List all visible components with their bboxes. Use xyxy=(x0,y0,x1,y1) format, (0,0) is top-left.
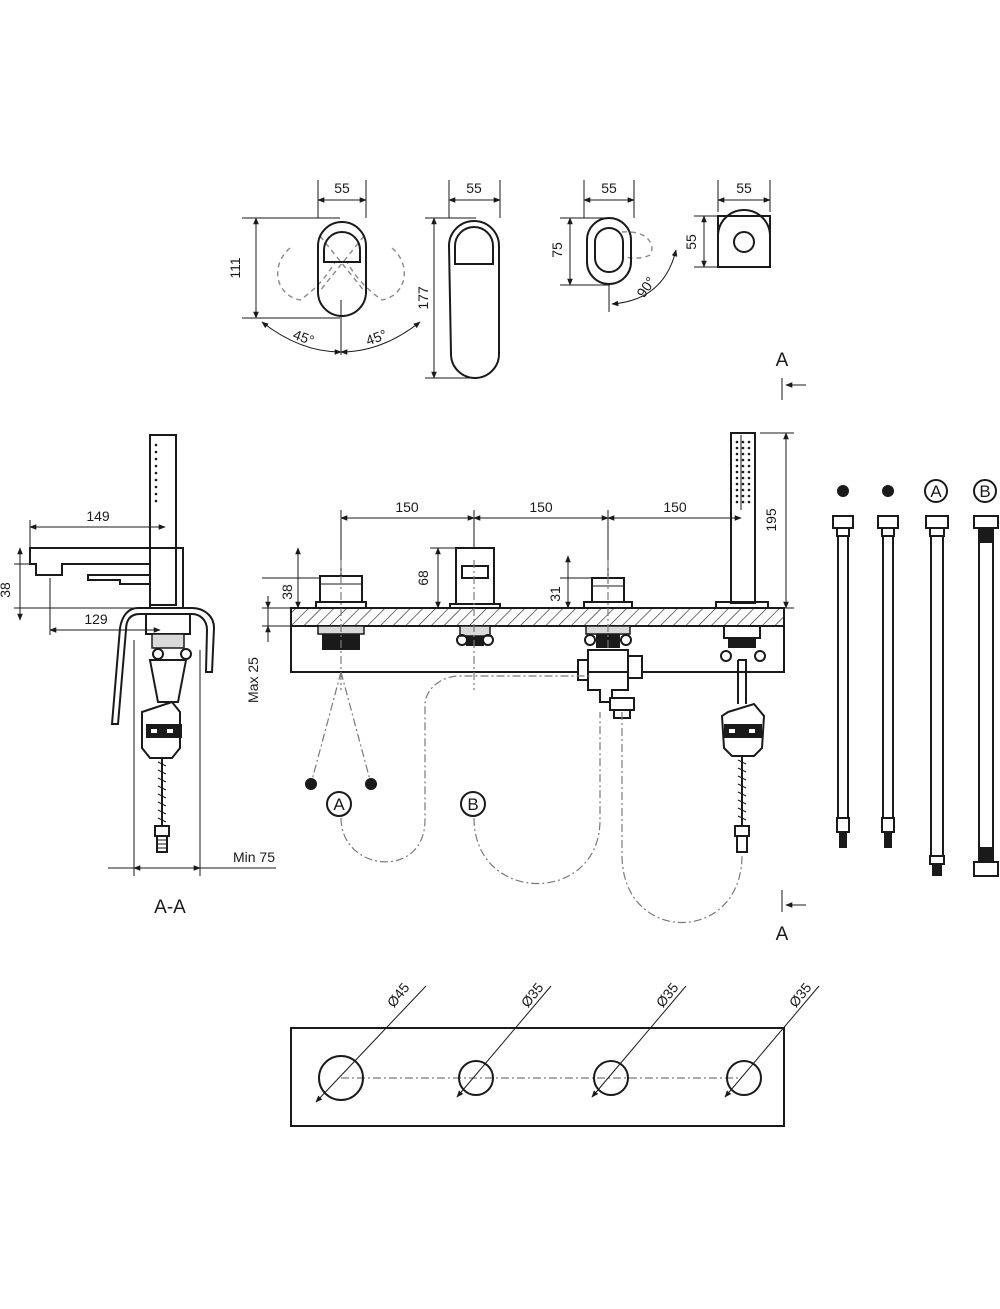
hose-cold-dot xyxy=(882,485,894,497)
connection-a-label: A xyxy=(333,795,345,814)
side-depth-label: 129 xyxy=(84,611,108,627)
diverter-width-label: 55 xyxy=(601,180,617,196)
diverter-front-height-label: 31 xyxy=(547,586,563,602)
hot-supply-dot xyxy=(305,778,317,790)
supply-hoses: A B xyxy=(832,479,999,877)
drill-hole-3-label: Ø35 xyxy=(653,979,682,1010)
shower-front xyxy=(715,432,769,853)
drill-hole-4-label: Ø35 xyxy=(786,979,815,1010)
holder-plan-view: 55 55 xyxy=(683,180,771,268)
connection-b-label: B xyxy=(467,795,478,814)
side-min-clearance-label: Min 75 xyxy=(233,849,275,865)
side-spout-height-label: 38 xyxy=(0,582,13,598)
hose-hot-dot xyxy=(837,485,849,497)
drill-hole-3 xyxy=(593,1060,629,1096)
side-section-view: 149 38 129 xyxy=(0,434,276,918)
top-views: 55 111 45° 45° 55 177 xyxy=(227,180,771,379)
drill-hole-1 xyxy=(318,1055,364,1101)
side-shower-nozzles xyxy=(154,443,158,503)
holder-height-label: 55 xyxy=(683,234,699,250)
drill-hole-2-label: Ø35 xyxy=(518,979,547,1010)
spacing-2-label: 150 xyxy=(529,499,553,515)
handle-plan-view: 55 111 45° 45° xyxy=(227,180,421,355)
drill-template: Ø45 Ø35 Ø35 Ø35 xyxy=(290,979,820,1127)
diverter-angle-label: 90° xyxy=(633,274,658,301)
spout-front-height-label: 68 xyxy=(415,570,431,586)
hose-cold xyxy=(877,515,899,848)
spout-width-label: 55 xyxy=(466,180,482,196)
spout-plan-view: 55 177 xyxy=(415,180,501,379)
handle-width-label: 55 xyxy=(334,180,350,196)
hose-b-label: B xyxy=(979,482,990,501)
section-marker-bottom: A xyxy=(776,890,806,945)
section-title: A-A xyxy=(154,897,186,918)
handle-angle-left-label: 45° xyxy=(291,326,316,348)
drill-hole-2 xyxy=(458,1060,494,1096)
hose-a-label: A xyxy=(930,482,942,501)
handle-height-label: 111 xyxy=(227,257,243,278)
diverter-plan-view: 55 75 90° xyxy=(549,180,678,312)
shower-nozzle-grid xyxy=(735,440,751,504)
hose-b xyxy=(973,515,999,877)
mixer-height-label: 38 xyxy=(279,584,295,600)
spout-height-label: 177 xyxy=(415,286,431,310)
drill-hole-1-label: Ø45 xyxy=(384,979,413,1010)
hose-hot xyxy=(832,515,854,848)
diverter-height-label: 75 xyxy=(549,242,565,258)
deck-thickness-label: Max 25 xyxy=(245,657,261,703)
spacing-1-label: 150 xyxy=(395,499,419,515)
front-view: 150 150 150 195 38 Max 25 xyxy=(245,432,794,924)
section-marker-top: A xyxy=(776,350,806,400)
spout-front: 68 xyxy=(415,547,501,690)
section-marker-bottom-label: A xyxy=(776,924,789,945)
diverter-front: 31 xyxy=(547,555,643,719)
cold-supply-dot xyxy=(365,778,377,790)
handle-angle-right-label: 45° xyxy=(364,326,389,348)
mixer-front xyxy=(315,560,367,690)
drill-hole-4 xyxy=(726,1060,762,1096)
spacing-3-label: 150 xyxy=(663,499,687,515)
section-marker-top-label: A xyxy=(776,350,789,371)
hose-a xyxy=(925,515,949,876)
shower-height-label: 195 xyxy=(763,508,779,532)
side-reach-label: 149 xyxy=(86,508,110,524)
holder-width-label: 55 xyxy=(736,180,752,196)
